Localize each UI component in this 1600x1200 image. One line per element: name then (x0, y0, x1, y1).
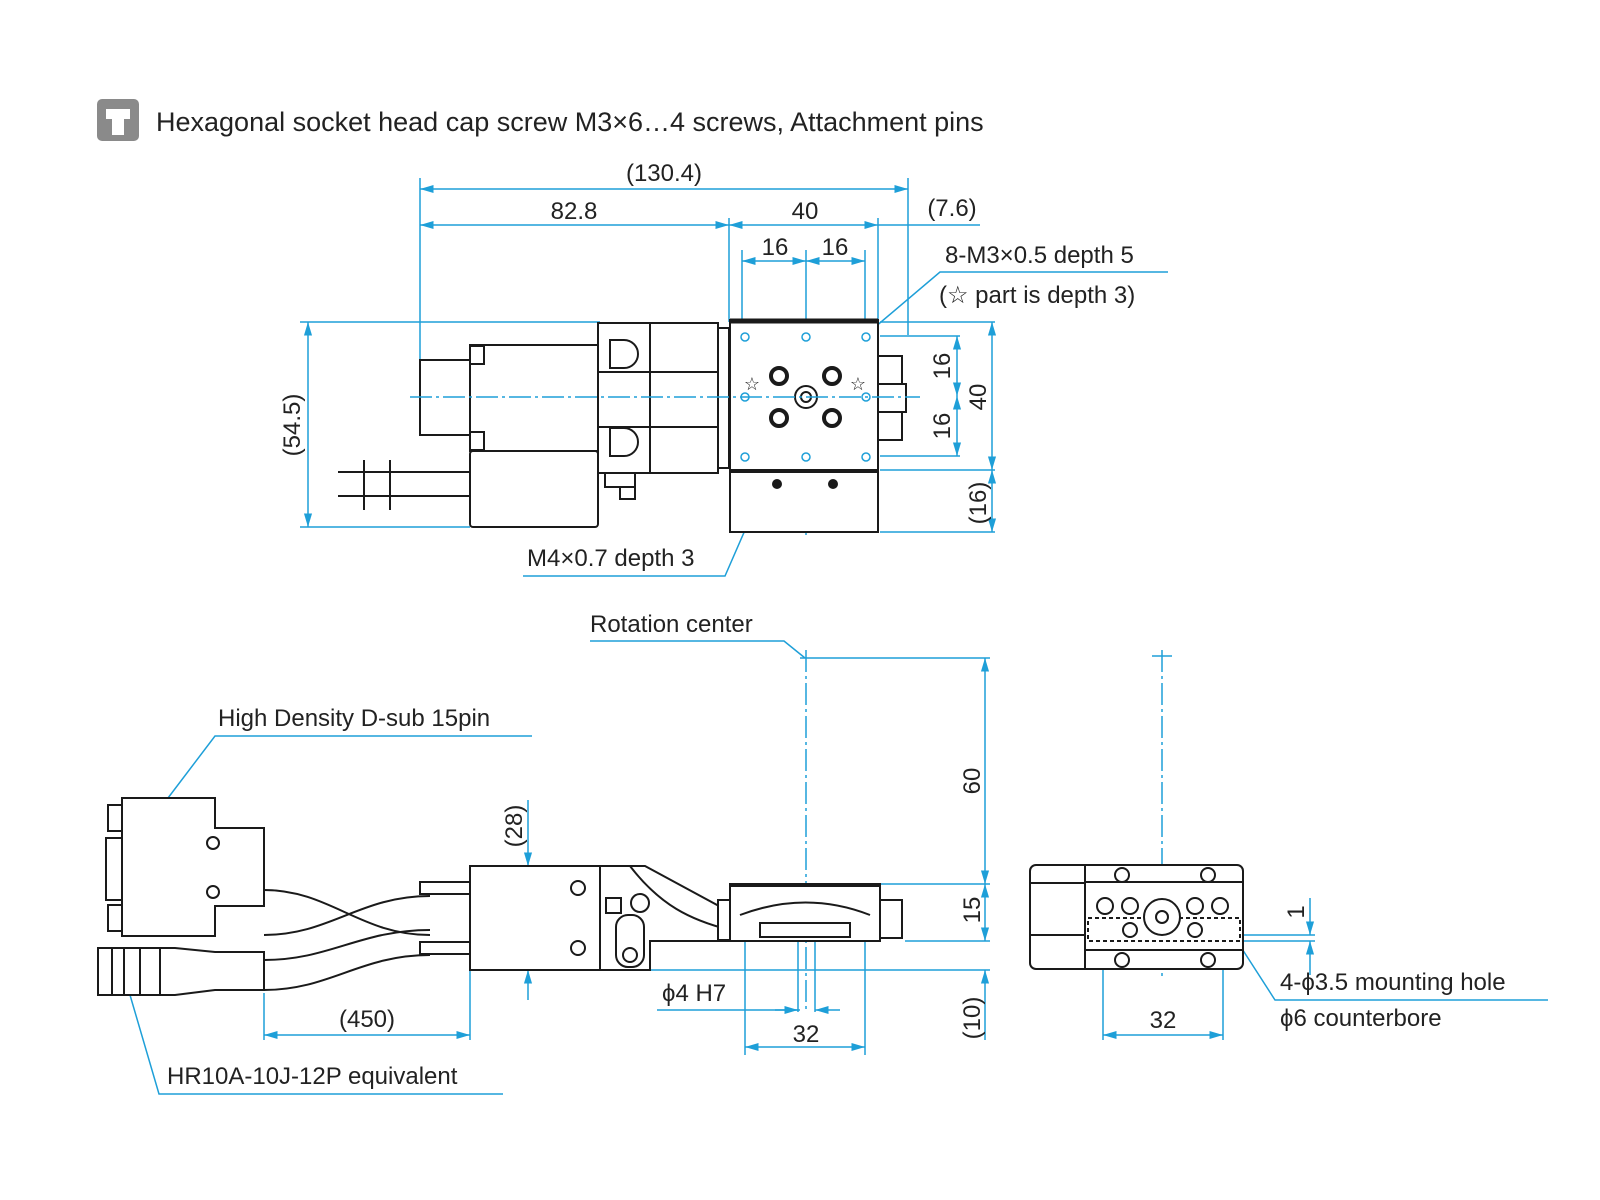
dsub-connector (105, 797, 431, 991)
dim-height: (54.5) (279, 394, 306, 457)
dim-height-60: 60 (959, 768, 986, 795)
callout-counterbore: ϕ6 counterbore (1280, 1005, 1442, 1032)
dim-right-b: 16 (929, 413, 956, 440)
dim-stage: 40 (792, 198, 819, 225)
dim-width-32: 32 (793, 1021, 820, 1048)
motor (338, 322, 730, 528)
stage-body (419, 865, 903, 971)
dim-overall: (130.4) (626, 160, 702, 187)
front-view: 60 15 (10) (28) (450) 32 ϕ4 H7 Rotation … (97, 611, 990, 1095)
top-view: (130.4) 82.8 40 (7.6) 16 16 (54.5) 16 16… (279, 160, 1168, 577)
callout-dsub: High Density D-sub 15pin (218, 705, 490, 732)
header: Hexagonal socket head cap screw M3×6…4 s… (97, 99, 984, 141)
dim-pitch-b: 16 (822, 234, 849, 261)
dim-right-a: 16 (929, 353, 956, 380)
dim-offset: (7.6) (927, 195, 976, 222)
callout-mounting-hole: 4-ϕ3.5 mounting hole (1280, 969, 1506, 996)
dim-base: (16) (965, 482, 992, 525)
dim-pitch-a: 16 (762, 234, 789, 261)
dim-cable-450: (450) (339, 1006, 395, 1033)
side-view: 32 1 4-ϕ3.5 mounting hole ϕ6 counterbore (1029, 650, 1548, 1040)
dim-below-10: (10) (959, 997, 986, 1040)
page-title: Hexagonal socket head cap screw M3×6…4 s… (156, 107, 984, 137)
dim-motor: 82.8 (551, 198, 598, 225)
stage-plate: ☆ ☆ (729, 318, 907, 533)
screw-attachment-icon (97, 99, 139, 141)
side-body (1029, 864, 1244, 970)
dim-body-28: (28) (501, 805, 528, 848)
dim-side-width-32: 32 (1150, 1007, 1177, 1034)
callout-hr10a: HR10A-10J-12P equivalent (167, 1063, 458, 1090)
star-icon: ☆ (744, 374, 760, 394)
dim-right-total: 40 (965, 384, 992, 411)
callout-star-note: (☆ part is depth 3) (939, 282, 1135, 309)
circular-connector (97, 947, 265, 996)
dim-stage-15: 15 (959, 897, 986, 924)
star-icon: ☆ (850, 374, 866, 394)
callout-tapped-holes: 8-M3×0.5 depth 5 (945, 242, 1134, 269)
callout-pin: ϕ4 H7 (662, 980, 726, 1007)
dim-offset-1: 1 (1283, 905, 1310, 918)
callout-rotation-center: Rotation center (590, 611, 753, 638)
callout-center-hole: M4×0.7 depth 3 (527, 545, 694, 572)
